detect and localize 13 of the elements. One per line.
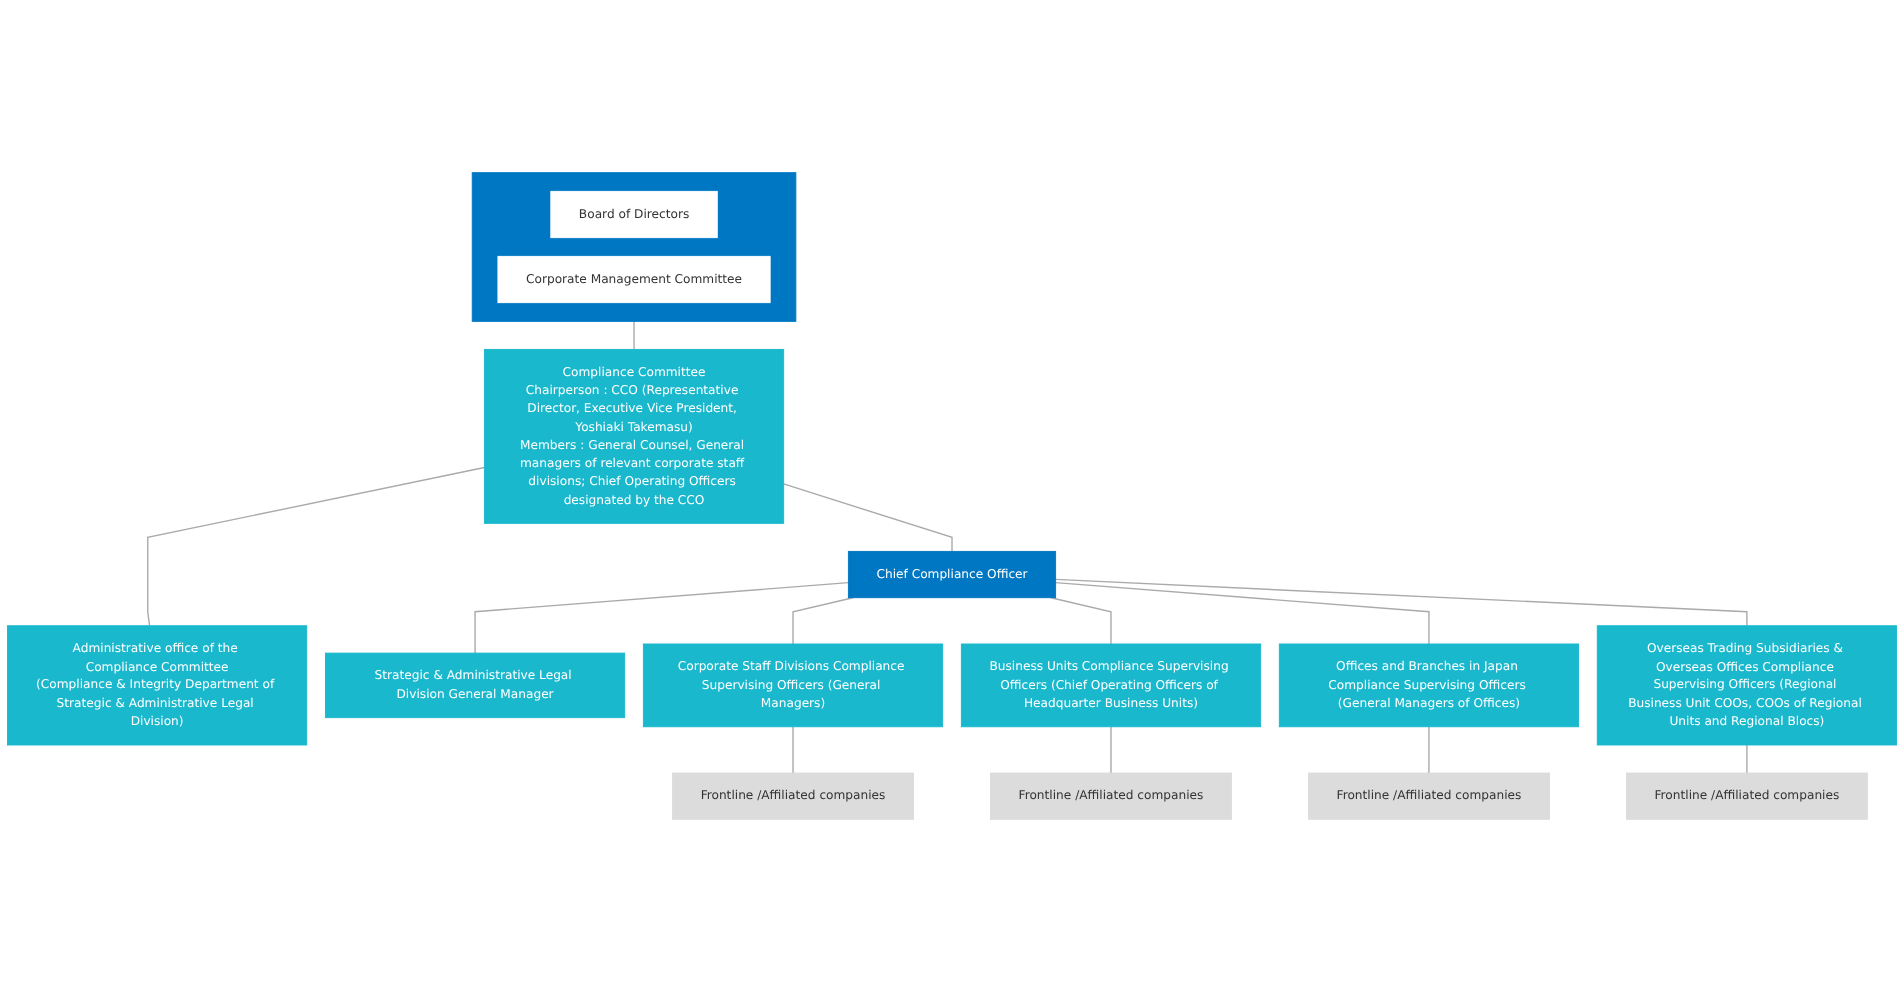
- connector: [147, 466, 486, 627]
- connector: [792, 726, 794, 774]
- connector: [633, 320, 635, 351]
- connector: [1428, 726, 1430, 774]
- connector: [782, 483, 953, 553]
- connector: [1054, 581, 1430, 645]
- connector: [1050, 597, 1112, 645]
- connector: [1110, 726, 1112, 774]
- cluster: [471, 172, 797, 322]
- connector: [792, 597, 854, 645]
- connector: [1746, 744, 1748, 774]
- connector: [1054, 578, 1748, 627]
- connector: [474, 581, 850, 654]
